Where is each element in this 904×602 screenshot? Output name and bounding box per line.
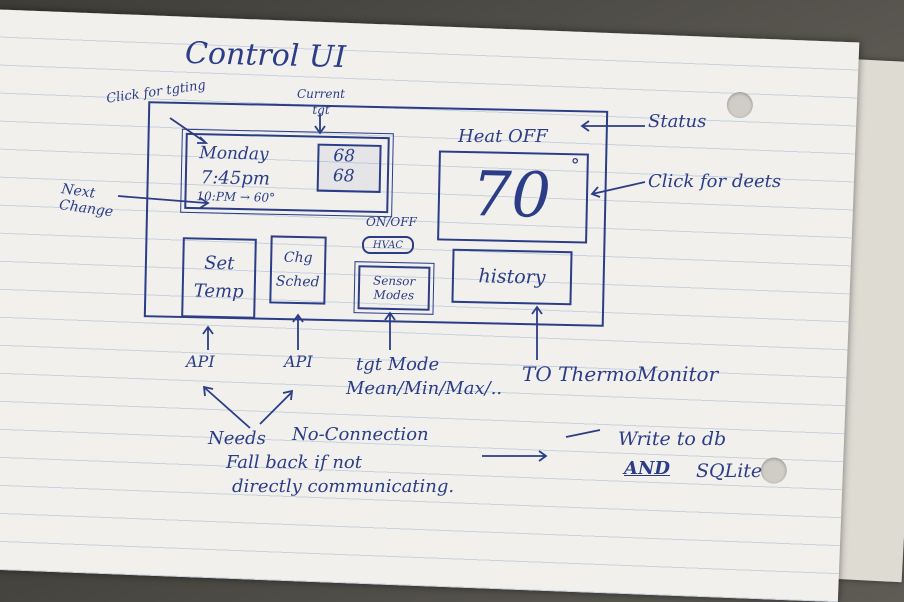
next-change-label: 10:PM → 60° [196, 189, 276, 205]
time-label: 7:45pm [200, 167, 271, 190]
temperature-display[interactable]: 70 ° [437, 150, 589, 244]
current-target-bottom: 68 [332, 165, 355, 187]
needs-label: Needs [208, 428, 266, 449]
arrow-next-change [117, 195, 207, 204]
annotation-on-off: ON/OFF [366, 215, 417, 229]
degree-symbol: ° [570, 155, 580, 177]
directly-communicating-label: directly communicating. [232, 476, 455, 497]
arrow-click-for-deets [591, 181, 646, 195]
current-target-box[interactable]: 68 68 [316, 143, 382, 193]
arrow-click-for-tgting [169, 117, 206, 143]
thermomonitor-label: TO ThermoMonitor [522, 362, 719, 386]
write-to-db-label: Write to db [618, 428, 727, 450]
set-temp-button[interactable]: Set Temp [181, 237, 257, 319]
day-label: Monday [199, 143, 269, 165]
no-connection-label: No-Connection [292, 424, 429, 445]
history-button[interactable]: history [451, 248, 573, 306]
sqlite-label: SQLite [696, 460, 763, 482]
and-label: AND [624, 458, 671, 479]
mean-min-max-label: Mean/Min/Max/.. [346, 378, 503, 399]
annotation-arrows [117, 114, 646, 462]
temperature-value: 70 [471, 157, 552, 232]
annotation-current-tgt: Current tgt [296, 87, 346, 117]
arrow-needs [204, 387, 251, 429]
datetime-panel[interactable]: Monday 7:45pm 10:PM → 60° 68 68 [180, 128, 394, 218]
annotation-status: Status [648, 111, 707, 132]
tgt-mode-label: tgt Mode [356, 354, 440, 375]
arrow-no-connection [259, 391, 293, 425]
annotation-click-for-deets: Click for deets [648, 171, 782, 192]
api-label-2: API [284, 352, 313, 371]
api-label-1: API [186, 352, 215, 371]
current-target-top: 68 [333, 145, 356, 167]
fall-back-label: Fall back if not [226, 452, 363, 473]
change-schedule-button[interactable]: Chg Sched [269, 235, 327, 305]
sensor-modes-button[interactable]: Sensor Modes [353, 261, 435, 315]
hvac-toggle[interactable]: HVAC [362, 236, 414, 254]
strikeout-mark [565, 429, 601, 438]
heat-status-label: Heat OFF [458, 126, 548, 147]
